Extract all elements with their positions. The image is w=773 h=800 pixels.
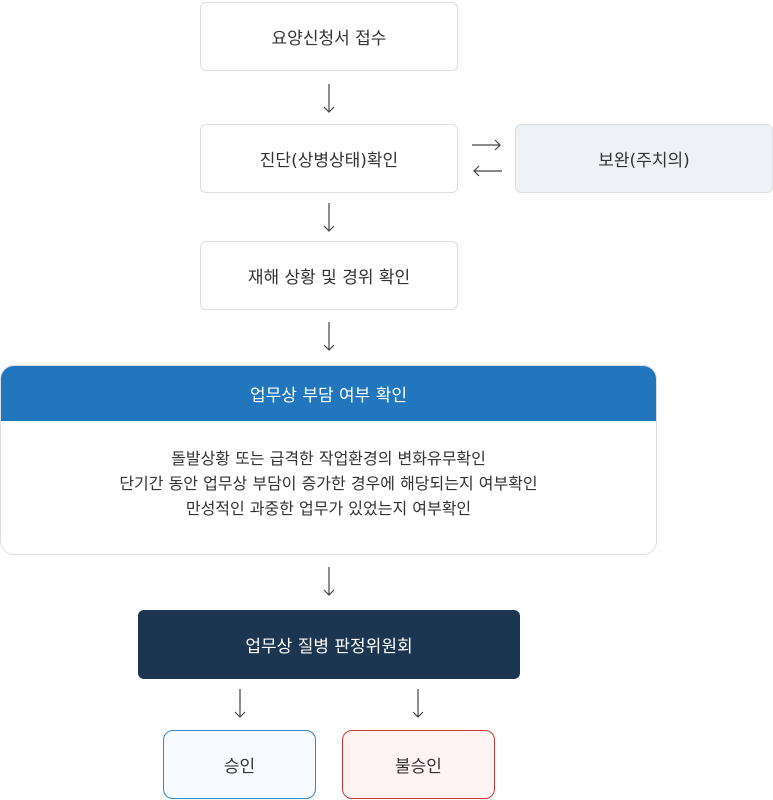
step-committee: 업무상 질병 판정위원회 [138,610,520,679]
arrow-down-icon [412,689,424,718]
step-label: 승인 [223,757,256,777]
step-label: 진단(상병상태)확인 [259,151,399,171]
arrow-down-icon [323,84,335,113]
bidirectional-arrow-icon [472,139,502,177]
step-label: 보완(주치의) [598,151,690,171]
result-rejected: 불승인 [342,730,495,799]
arrow-down-icon [234,689,246,718]
step-label: 불승인 [395,757,442,777]
criteria-line: 단기간 동안 업무상 부담이 증가한 경우에 해당되는지 여부확인 [119,474,538,493]
step-receipt: 요양신청서 접수 [200,2,458,71]
arrow-down-icon [323,203,335,232]
criteria-line: 만성적인 과중한 업무가 있었는지 여부확인 [185,499,472,518]
step-label: 요양신청서 접수 [271,29,387,49]
step-supplement: 보완(주치의) [515,124,773,193]
step-burden: 업무상 부담 여부 확인 돌발상황 또는 급격한 작업환경의 변화유무확인 단기… [0,365,657,555]
step-label: 업무상 질병 판정위원회 [245,637,413,657]
result-approved: 승인 [163,730,316,799]
step-label: 재해 상황 및 경위 확인 [247,268,411,288]
arrow-down-icon [323,567,335,596]
burden-header: 업무상 부담 여부 확인 [1,366,656,421]
criteria-line: 돌발상황 또는 급격한 작업환경의 변화유무확인 [171,449,486,468]
arrow-down-icon [323,322,335,351]
burden-criteria: 돌발상황 또는 급격한 작업환경의 변화유무확인 단기간 동안 업무상 부담이 … [1,421,656,521]
step-accident: 재해 상황 및 경위 확인 [200,241,458,310]
step-diagnosis: 진단(상병상태)확인 [200,124,458,193]
